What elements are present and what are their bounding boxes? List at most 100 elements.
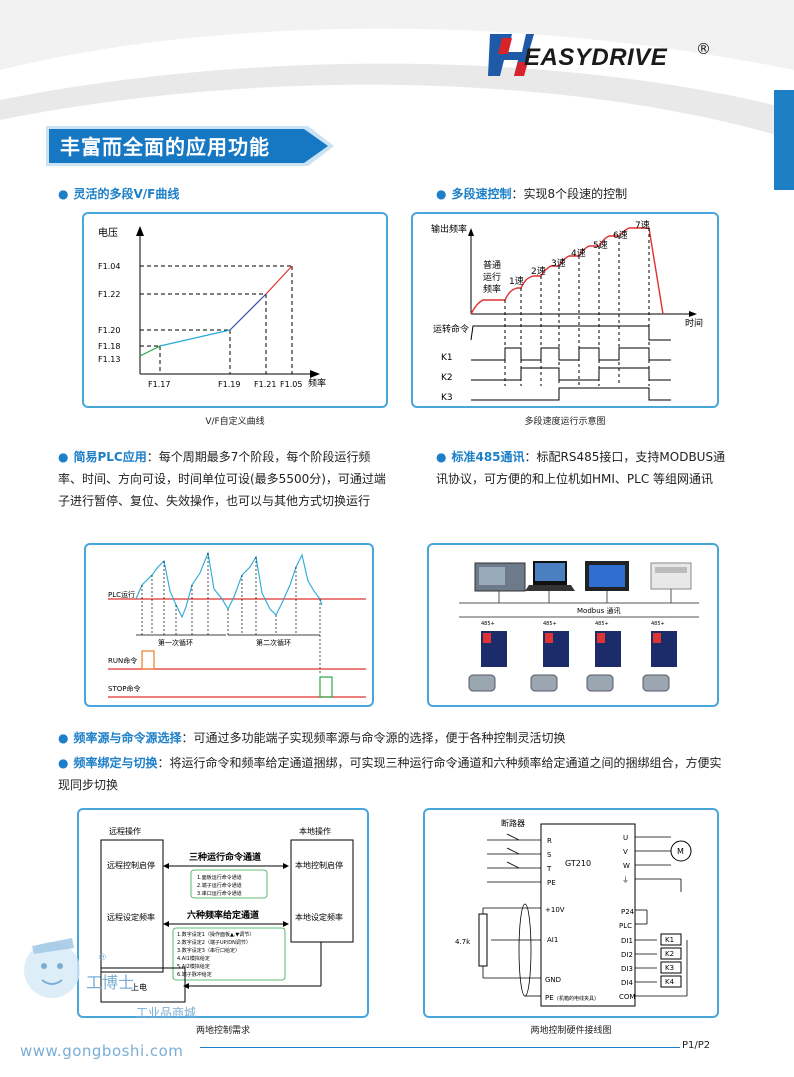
term-ground: ⏚ (622, 876, 629, 884)
vf-xtick: F1.05 (280, 380, 302, 389)
watermark-name: 工博士 (86, 973, 134, 992)
registered-mark: ® (696, 40, 711, 58)
power-label: 上电 (131, 982, 147, 992)
ms-signal-k2: K2 (441, 373, 453, 383)
wiring-caption: 两地控制硬件接线图 (530, 1026, 612, 1036)
plc-chart: PLC运行 第一次循环 第二次循环 RUN命令 STOP命令 (108, 550, 366, 698)
ms-normal-label: 普通 (483, 259, 501, 271)
local-start: 本地控制启停 (295, 860, 343, 870)
term-gnd: GND (545, 976, 561, 984)
plc-panel: PLC运行 第一次循环 第二次循环 RUN命令 STOP命令 (84, 543, 374, 707)
remote-control-diagram: 远程操作 远程控制启停 远程设定频率 本地操作 本地控制启停 本地设定频率 三种… (100, 826, 354, 1003)
bullet-icon: ● (58, 450, 69, 464)
plc-run-cmd-label: RUN命令 (108, 656, 137, 665)
term-pe: PE (547, 879, 556, 887)
freq-item: 6.端子脉冲给定 (177, 971, 212, 978)
vf-curve-panel: 电压 频率 F1.04 F1.22 F1.20 F1.18 F1.13 F1.1… (82, 212, 388, 408)
section-title: 丰富而全面的应用功能 (60, 135, 270, 159)
wiring-diagram: 断路器 GT210 R S T PE U V W ⏚ M +10V AI1 G (455, 818, 692, 1007)
ms-speed-label: 3速 (551, 258, 566, 269)
side-tab (774, 90, 794, 190)
brand-logo-icon (488, 34, 534, 76)
plc-icon (650, 562, 692, 590)
switch-k2: K2 (665, 950, 674, 958)
vf-ytick: F1.20 (98, 326, 120, 335)
freq-title: 六种频率给定通道 (187, 909, 259, 921)
ms-speed-label: 1速 (509, 276, 524, 287)
port-label: 485+ (651, 621, 665, 627)
ms-y-label: 输出频率 (431, 223, 467, 235)
ms-normal-label: 频率 (483, 283, 501, 295)
brand-name: EASYDRIVE (524, 44, 668, 71)
section-title-banner (46, 126, 334, 166)
plc-stop-label: STOP命令 (108, 684, 140, 693)
vf-curve-chart: 电压 频率 F1.04 F1.22 F1.20 F1.18 F1.13 F1.1… (98, 226, 326, 389)
vf-ytick: F1.18 (98, 342, 120, 351)
vf-ytick: F1.04 (98, 262, 120, 271)
bullet-icon: ● (58, 731, 69, 745)
watermark-shop: 工业品商城 (136, 1006, 197, 1020)
port-label: 485+ (481, 621, 495, 627)
plc-cycle2: 第二次循环 (256, 638, 291, 647)
laptop-icon (525, 561, 575, 591)
breaker-label: 断路器 (501, 818, 525, 828)
background-swoosh (0, 0, 794, 140)
multispeed-caption: 多段速度运行示意图 (524, 417, 606, 427)
remote-start: 远程控制启停 (107, 860, 155, 870)
hmi-icon (474, 562, 526, 592)
page-number: P1/P2 (682, 1040, 711, 1051)
term-r: R (547, 837, 552, 845)
term-di1: DI1 (621, 937, 633, 945)
footer-line (200, 1047, 680, 1048)
feature-plc-text: ●简易PLC应用：每个周期最多7个阶段，每个阶段运行频率、时间、方向可设，时间单… (58, 450, 386, 508)
port-label: 485+ (543, 621, 557, 627)
ms-speed-label: 5速 (593, 240, 608, 251)
plc-run-label: PLC运行 (108, 590, 135, 599)
term-pe2: PE (545, 994, 554, 1002)
vf-ytick: F1.13 (98, 355, 120, 364)
vf-xtick: F1.17 (148, 380, 170, 389)
ms-run-label: 运转命令 (433, 323, 469, 335)
bullet-icon: ● (58, 187, 69, 201)
modbus-label: Modbus 通讯 (577, 606, 621, 615)
term-p24: P24 (621, 908, 635, 916)
vf-y-label: 电压 (98, 226, 118, 239)
vf-ytick: F1.22 (98, 290, 120, 299)
term-com: COM (619, 993, 635, 1001)
wiring-panel: 断路器 GT210 R S T PE U V W ⏚ M +10V AI1 G (423, 808, 719, 1018)
pot-label: 4.7k (455, 938, 471, 946)
ms-speed-label: 4速 (571, 248, 586, 259)
vf-xtick: F1.21 (254, 380, 276, 389)
local-title: 本地操作 (299, 826, 331, 836)
bullet-icon: ● (436, 187, 447, 201)
svg-text:®: ® (98, 953, 107, 963)
feature-vf-heading: ●灵活的多段V/F曲线 (58, 187, 180, 201)
cmd-item: 2.端子运行命令通道 (197, 882, 242, 889)
cmd-item: 1.面板运行命令通道 (197, 874, 242, 881)
watermark-url: www.gongboshi.com (20, 1042, 184, 1060)
switch-k3: K3 (665, 964, 674, 972)
term-di4: DI4 (621, 979, 633, 987)
term-ai1: AI1 (547, 936, 558, 944)
term-di2: DI2 (621, 951, 633, 959)
drive-icon (481, 631, 677, 667)
model-label: GT210 (565, 859, 591, 868)
term-w: W (623, 862, 630, 870)
term-plc: PLC (619, 922, 632, 930)
switch-k4: K4 (665, 978, 675, 986)
feature-source-text: ●频率源与命令源选择：可通过多功能端子实现频率源与命令源的选择，便于各种控制灵活… (58, 731, 566, 745)
pe-note: (机箱的电线夹具) (557, 995, 596, 1002)
bullet-icon: ● (58, 756, 69, 770)
freq-item: 2.数字设定2（端子UP/DN调节） (177, 939, 251, 946)
cmd-item: 3.串口运行命令通道 (197, 890, 242, 897)
motor-label: M (677, 847, 684, 856)
watermark-mascot-icon: ® 工博士 (24, 938, 134, 998)
term-u: U (623, 834, 628, 842)
vf-xtick: F1.19 (218, 380, 240, 389)
term-10v: +10V (545, 906, 565, 914)
port-label: 485+ (595, 621, 609, 627)
term-t: T (546, 865, 552, 873)
ms-speed-label: 6速 (613, 230, 628, 241)
rs485-panel: Modbus 通讯 485+ 485+ 485+ 485+ (427, 543, 719, 707)
rs485-network-diagram: Modbus 通讯 485+ 485+ 485+ 485+ (459, 561, 699, 692)
